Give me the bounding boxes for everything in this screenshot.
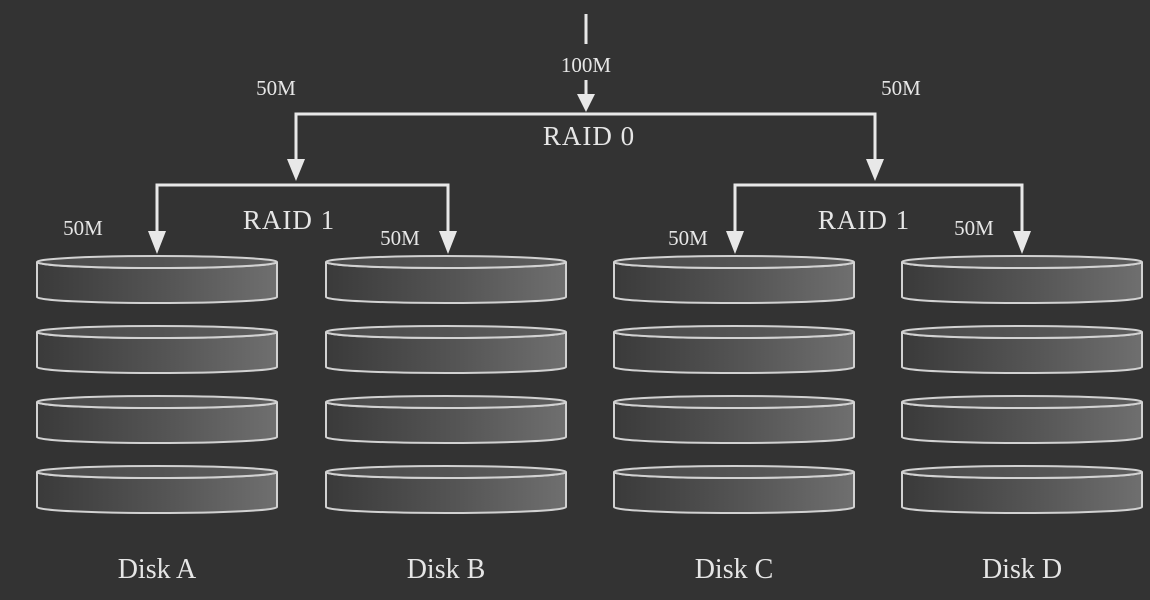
disk-platter [613,325,855,374]
platter-top [613,255,855,269]
disk-platter [325,325,567,374]
raid0-left-arrowhead [287,159,305,181]
platter-top [36,465,278,479]
disk-platter [36,395,278,444]
raid0-right-arrowhead [866,159,884,181]
raid1-right-rate-d: 50M [954,216,994,240]
disk-platter [901,465,1143,514]
disk-platter [36,325,278,374]
raid1-right-arrowhead-c [726,231,744,254]
disk-platter [325,465,567,514]
raid1-right-label: RAID 1 [818,205,910,235]
input-arrowhead [577,94,595,112]
disk-stacks [36,255,1143,514]
raid0-bracket [294,112,877,160]
disk-platter [325,395,567,444]
disk-a-label: Disk A [118,554,197,585]
platter-top [325,255,567,269]
raid0-label: RAID 0 [543,121,635,151]
raid1-left-arrowhead-b [439,231,457,254]
disk-platter [901,325,1143,374]
platter-top [325,395,567,409]
disk-c-stack [613,255,855,514]
input-rate-label: 100M [561,53,612,77]
disk-platter [901,255,1143,304]
platter-top [36,325,278,339]
disk-c-label: Disk C [695,554,774,585]
platter-top [36,395,278,409]
disk-platter [613,465,855,514]
disk-platter [36,255,278,304]
disk-d-stack [901,255,1143,514]
disk-platter [613,395,855,444]
raid1-left-rate-b: 50M [380,226,420,250]
platter-top [613,465,855,479]
raid1-left-bracket [155,183,450,232]
raid1-right-rate-c: 50M [668,226,708,250]
disk-b-label: Disk B [407,554,486,585]
disk-platter [901,395,1143,444]
raid1-left-rate-a: 50M [63,216,103,240]
platter-top [901,325,1143,339]
raid1-left-label: RAID 1 [243,205,335,235]
platter-top [613,395,855,409]
disk-platter [613,255,855,304]
raid1-right-arrowhead-d [1013,231,1031,254]
platter-top [901,465,1143,479]
platter-top [613,325,855,339]
raid1-left-arrowhead-a [148,231,166,254]
platter-top [325,465,567,479]
raid0-left-rate: 50M [256,76,296,100]
disk-d-label: Disk D [982,554,1062,585]
raid0-right-rate: 50M [881,76,921,100]
platter-top [325,325,567,339]
platter-top [36,255,278,269]
disk-platter [36,465,278,514]
platter-top [901,255,1143,269]
disk-a-stack [36,255,278,514]
raid1-right-bracket [733,183,1024,232]
platter-top [901,395,1143,409]
disk-platter [325,255,567,304]
disk-b-stack [325,255,567,514]
